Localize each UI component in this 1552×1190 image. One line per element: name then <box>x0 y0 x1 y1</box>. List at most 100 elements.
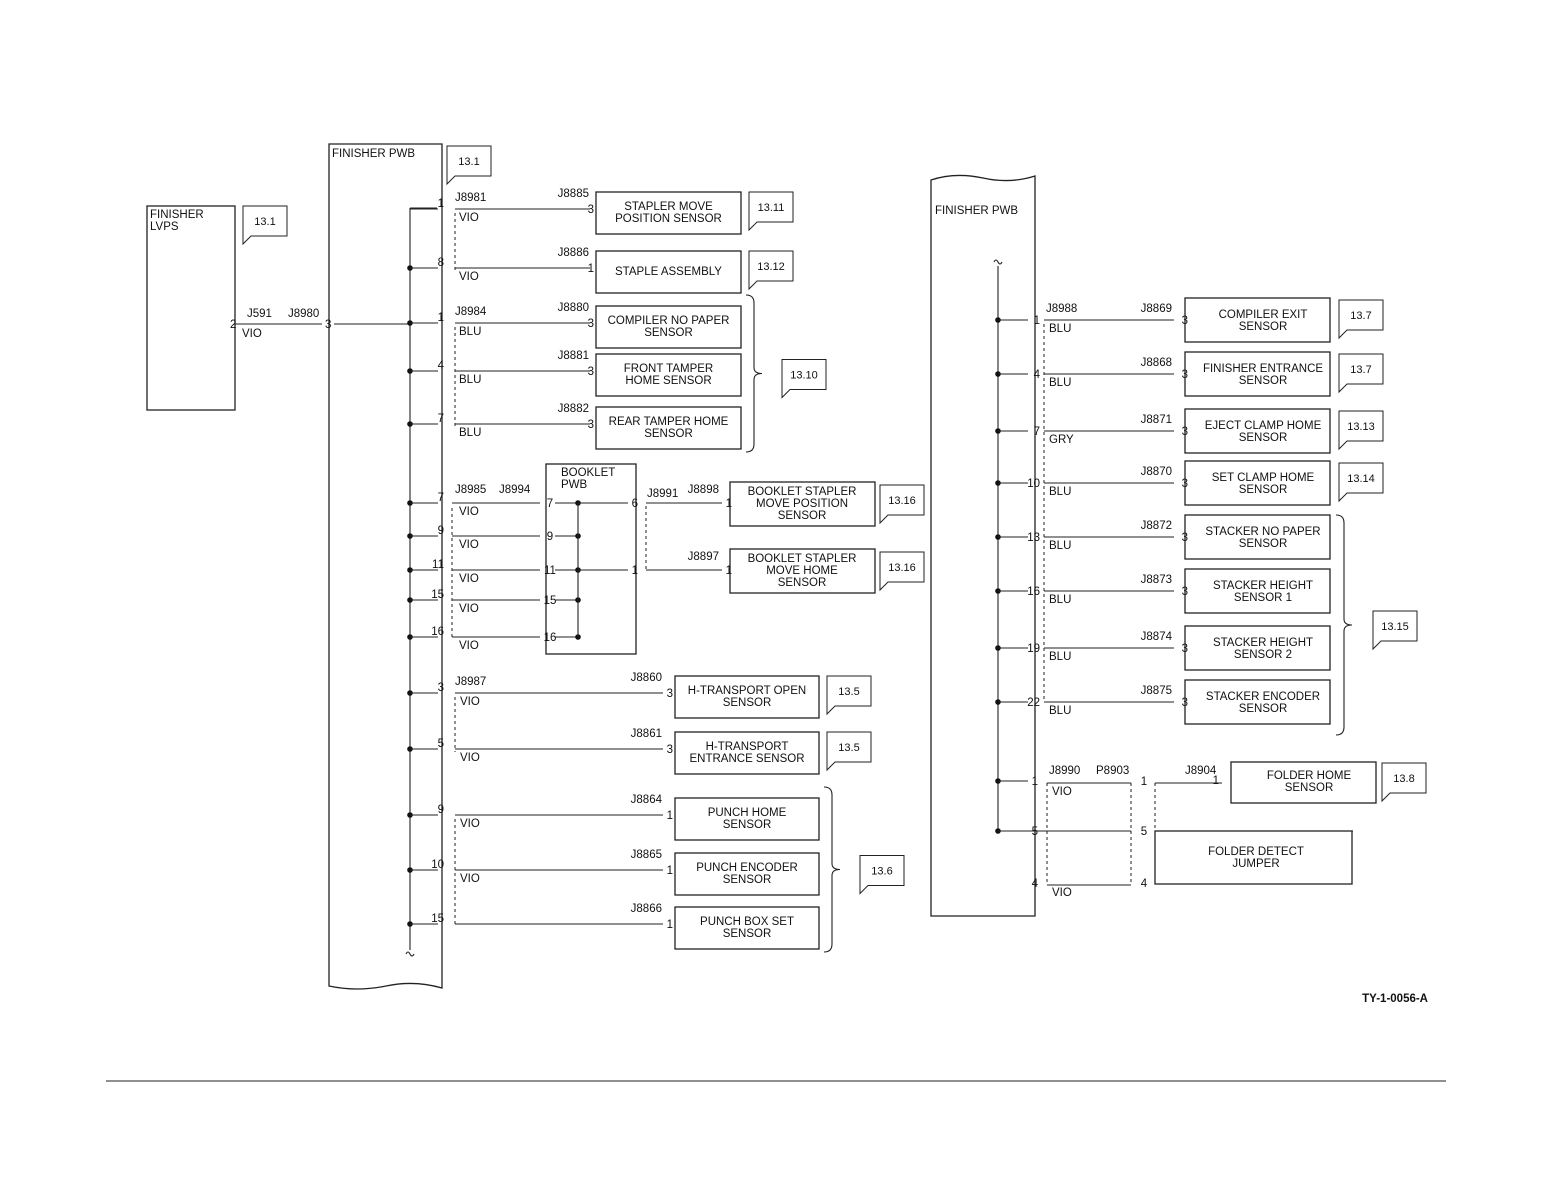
component-box <box>1230 761 1377 804</box>
pwb-pin: 4 <box>438 360 445 372</box>
component-label: SENSOR <box>1239 321 1288 333</box>
break-mark <box>405 951 415 957</box>
component-label: BOOKLET STAPLER <box>748 486 857 498</box>
connector-label: J8864 <box>631 794 663 806</box>
reference-callout <box>748 191 794 232</box>
component-label: SENSOR 1 <box>1234 592 1292 604</box>
connector-label: J8866 <box>631 903 662 915</box>
wire-color: VIO <box>460 873 480 885</box>
pwb-pin: 8 <box>438 257 444 269</box>
component-label: COMPILER EXIT <box>1219 309 1308 321</box>
connector-label: J8988 <box>1046 303 1077 315</box>
reference-callout <box>1338 299 1384 340</box>
component-box <box>595 250 742 294</box>
component-label: STACKER NO PAPER <box>1205 526 1320 538</box>
booklet-out-pin: 6 <box>632 498 638 510</box>
reference-label: 13.11 <box>758 202 785 214</box>
pwb-pin: 7 <box>438 492 444 504</box>
wire-color: VIO <box>460 818 480 830</box>
group-bracket <box>745 294 763 453</box>
component-label: FOLDER HOME <box>1267 770 1352 782</box>
component-label: SET CLAMP HOME <box>1212 472 1315 484</box>
connector-label: J8881 <box>558 350 589 362</box>
component-label: EJECT CLAMP HOME <box>1205 420 1322 432</box>
component-label: MOVE HOME <box>766 565 838 577</box>
pwb-pin: 7 <box>438 413 444 425</box>
component-pin: 3 <box>588 318 594 330</box>
lvps-pin: 2 <box>230 319 236 331</box>
component-pin: 1 <box>1213 775 1219 787</box>
component-label: BOOKLET STAPLER <box>748 553 857 565</box>
pwb-pin: 11 <box>432 559 444 571</box>
reference-callout <box>1338 353 1384 394</box>
wire-color: BLU <box>1049 323 1071 335</box>
component-label: SENSOR <box>1239 538 1288 550</box>
component-box <box>1184 460 1331 506</box>
pwb-pin: 15 <box>431 913 444 925</box>
component-label: FINISHER ENTRANCE <box>1203 363 1323 375</box>
component-box <box>1184 679 1331 725</box>
component-pin: 1 <box>667 865 673 877</box>
pwb-pin: 15 <box>431 589 444 601</box>
component-label: SENSOR <box>644 327 693 339</box>
component-box <box>729 481 876 527</box>
wire-color: VIO <box>460 752 480 764</box>
pwb-pin: 3 <box>438 682 444 694</box>
connector-label: J8990 <box>1049 765 1080 777</box>
wire-color: BLU <box>459 427 481 439</box>
wire-color: BLU <box>1049 651 1071 663</box>
component-box <box>1184 625 1331 671</box>
component-label: SENSOR <box>723 874 772 886</box>
booklet-pin: 11 <box>544 565 556 577</box>
reference-callout <box>1338 462 1384 503</box>
connector-label: J8870 <box>1141 466 1172 478</box>
plug-pin: 1 <box>1141 776 1147 788</box>
connector-label: P8903 <box>1096 765 1129 777</box>
connector-label: J8987 <box>455 676 486 688</box>
pwb-pin: 1 <box>1034 315 1040 327</box>
connector-label: J8869 <box>1141 303 1172 315</box>
booklet-pin: 7 <box>547 498 553 510</box>
component-pin: 1 <box>667 919 673 931</box>
wire-color: VIO <box>460 696 480 708</box>
finisher-pwb-right <box>930 174 1036 917</box>
reference-label: 13.6 <box>871 866 892 878</box>
pwb-pin: 10 <box>431 859 444 871</box>
reference-label: 13.7 <box>1350 310 1371 322</box>
connector-label: J8980 <box>288 308 319 320</box>
component-label: POSITION SENSOR <box>615 213 722 225</box>
plug-pin: 5 <box>1141 826 1147 838</box>
wire-color: VIO <box>1052 786 1072 798</box>
reference-label: 13.15 <box>1381 621 1409 633</box>
component-pin: 1 <box>588 263 594 275</box>
wire-color: VIO <box>242 328 262 340</box>
pwb-pin: 5 <box>438 738 444 750</box>
pwb-pin: 10 <box>1027 478 1040 490</box>
reference-callout <box>879 551 925 592</box>
connector-label: J8882 <box>558 403 589 415</box>
connector-label: J8861 <box>631 728 662 740</box>
component-label: SENSOR <box>723 928 772 940</box>
component-box <box>1184 408 1331 454</box>
component-pin: 3 <box>588 366 594 378</box>
component-label: FRONT TAMPER <box>624 363 713 375</box>
connector-label: J8984 <box>455 306 487 318</box>
reference-callout <box>242 205 288 246</box>
pwb-pin: 4 <box>1034 369 1041 381</box>
connector-label: J8898 <box>688 484 719 496</box>
connector-label: J8880 <box>558 302 589 314</box>
component-box <box>1184 514 1331 560</box>
reference-label: 13.10 <box>790 370 818 382</box>
component-label: COMPILER NO PAPER <box>608 315 730 327</box>
wire-color: VIO <box>459 506 479 518</box>
pwb-pin: 22 <box>1027 697 1040 709</box>
reference-callout <box>826 675 872 716</box>
connector-label: J8886 <box>558 247 589 259</box>
pwb-pin: 19 <box>1027 643 1040 655</box>
wire-color: BLU <box>459 326 481 338</box>
pwb-pin: 5 <box>1032 826 1038 838</box>
connector-label: J8874 <box>1141 631 1173 643</box>
component-label: STACKER HEIGHT <box>1213 580 1313 592</box>
booklet-pin: 16 <box>544 632 557 644</box>
connector-label: J8872 <box>1141 520 1172 532</box>
